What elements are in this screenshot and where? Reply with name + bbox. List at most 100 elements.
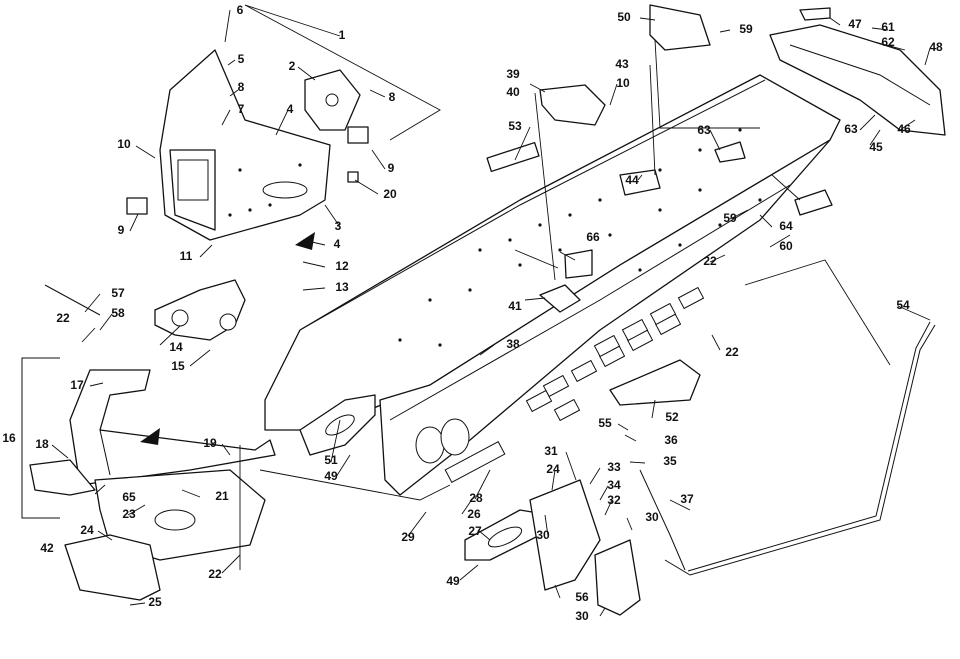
callout-59b: 59	[723, 211, 737, 225]
arrow-indicator-icon	[140, 428, 160, 445]
rear-flap	[649, 4, 711, 51]
rail-54	[664, 324, 936, 576]
leader-lines	[21, 4, 931, 617]
callout-59a: 59	[739, 22, 753, 36]
callout-8b: 8	[389, 90, 396, 104]
callout-53: 53	[508, 119, 522, 133]
callout-42: 42	[40, 541, 54, 555]
callout-35: 35	[663, 454, 677, 468]
callout-60: 60	[779, 239, 793, 253]
callout-37: 37	[680, 492, 694, 506]
arrow-indicator-icon	[295, 232, 315, 250]
bushing-block-left	[126, 197, 148, 215]
rivets	[398, 128, 762, 347]
callout-11: 11	[180, 249, 193, 263]
callout-46: 46	[897, 122, 911, 136]
callout-7: 7	[238, 102, 245, 116]
callout-18: 18	[35, 437, 49, 451]
callout-5: 5	[238, 52, 245, 66]
callout-43: 43	[615, 57, 629, 71]
callout-28: 28	[469, 491, 483, 505]
front-frame	[29, 369, 276, 496]
callout-8a: 8	[238, 80, 245, 94]
gusset	[609, 359, 701, 406]
lower-plate	[64, 534, 161, 601]
callout-22d: 22	[725, 345, 739, 359]
callout-58: 58	[111, 306, 125, 320]
plate-63	[714, 141, 746, 163]
callout-50: 50	[617, 10, 631, 24]
callout-64: 64	[779, 219, 793, 233]
callout-labels: 1 2 3 4 4 5 6 7 8 8 9 9 10 10 11 12 13 1…	[2, 3, 943, 623]
seat-mount	[539, 84, 606, 126]
callout-34: 34	[607, 478, 621, 492]
callout-44: 44	[625, 173, 639, 187]
callout-48: 48	[929, 40, 943, 54]
callout-30c: 30	[575, 609, 589, 623]
callout-2: 2	[289, 59, 296, 73]
callout-32: 32	[607, 493, 621, 507]
callout-41: 41	[508, 299, 522, 313]
bushing-block-right	[347, 126, 369, 144]
callout-31: 31	[544, 444, 558, 458]
callout-4a: 4	[287, 102, 294, 116]
callout-4b: 4	[334, 237, 341, 251]
callout-63b: 63	[844, 122, 858, 136]
tunnel-pad	[486, 141, 540, 173]
stirrup	[594, 539, 641, 616]
callout-22b: 22	[208, 567, 222, 581]
plate-41	[539, 284, 581, 313]
callout-23: 23	[122, 507, 136, 521]
spacer-20	[347, 171, 359, 183]
callout-26: 26	[467, 507, 481, 521]
callout-30a: 30	[536, 528, 550, 542]
steering-rod	[44, 284, 101, 316]
callout-1: 1	[339, 28, 346, 42]
callout-10a: 10	[117, 137, 131, 151]
callout-45: 45	[869, 140, 883, 154]
callout-54: 54	[896, 298, 910, 312]
callout-49a: 49	[324, 469, 338, 483]
bulkhead-bracket	[304, 69, 361, 131]
callout-9b: 9	[388, 161, 395, 175]
callout-56: 56	[575, 590, 589, 604]
callout-12: 12	[335, 259, 349, 273]
callout-39: 39	[506, 67, 520, 81]
callout-29: 29	[401, 530, 415, 544]
callout-22a: 22	[56, 311, 70, 325]
callout-47: 47	[848, 17, 862, 31]
callout-9a: 9	[118, 223, 125, 237]
callout-15: 15	[171, 359, 185, 373]
callout-25: 25	[148, 595, 162, 609]
callout-10b: 10	[616, 76, 630, 90]
callout-49b: 49	[446, 574, 460, 588]
steering-bracket	[154, 279, 246, 341]
callout-40: 40	[506, 85, 520, 99]
callout-62: 62	[881, 35, 895, 49]
callout-27: 27	[468, 524, 482, 538]
callout-55: 55	[598, 416, 612, 430]
plate-66	[564, 249, 593, 279]
tunnel-vents	[525, 286, 705, 422]
rear-bumper	[769, 24, 946, 136]
callout-38: 38	[506, 337, 520, 351]
callout-13: 13	[335, 280, 349, 294]
callout-61: 61	[881, 20, 895, 34]
callout-6: 6	[237, 3, 244, 17]
rail-35	[639, 469, 686, 571]
callout-14: 14	[169, 340, 183, 354]
callout-63a: 63	[697, 123, 711, 137]
side-brace	[529, 479, 601, 591]
callout-17: 17	[70, 378, 84, 392]
plate-44	[619, 169, 661, 196]
callout-19: 19	[203, 436, 217, 450]
callout-22c: 22	[703, 254, 717, 268]
callout-21: 21	[215, 489, 229, 503]
callout-66: 66	[586, 230, 600, 244]
callout-33: 33	[607, 460, 621, 474]
callout-51: 51	[324, 453, 338, 467]
callout-52: 52	[665, 410, 679, 424]
front-bulkhead	[159, 49, 331, 241]
callout-36: 36	[664, 433, 678, 447]
